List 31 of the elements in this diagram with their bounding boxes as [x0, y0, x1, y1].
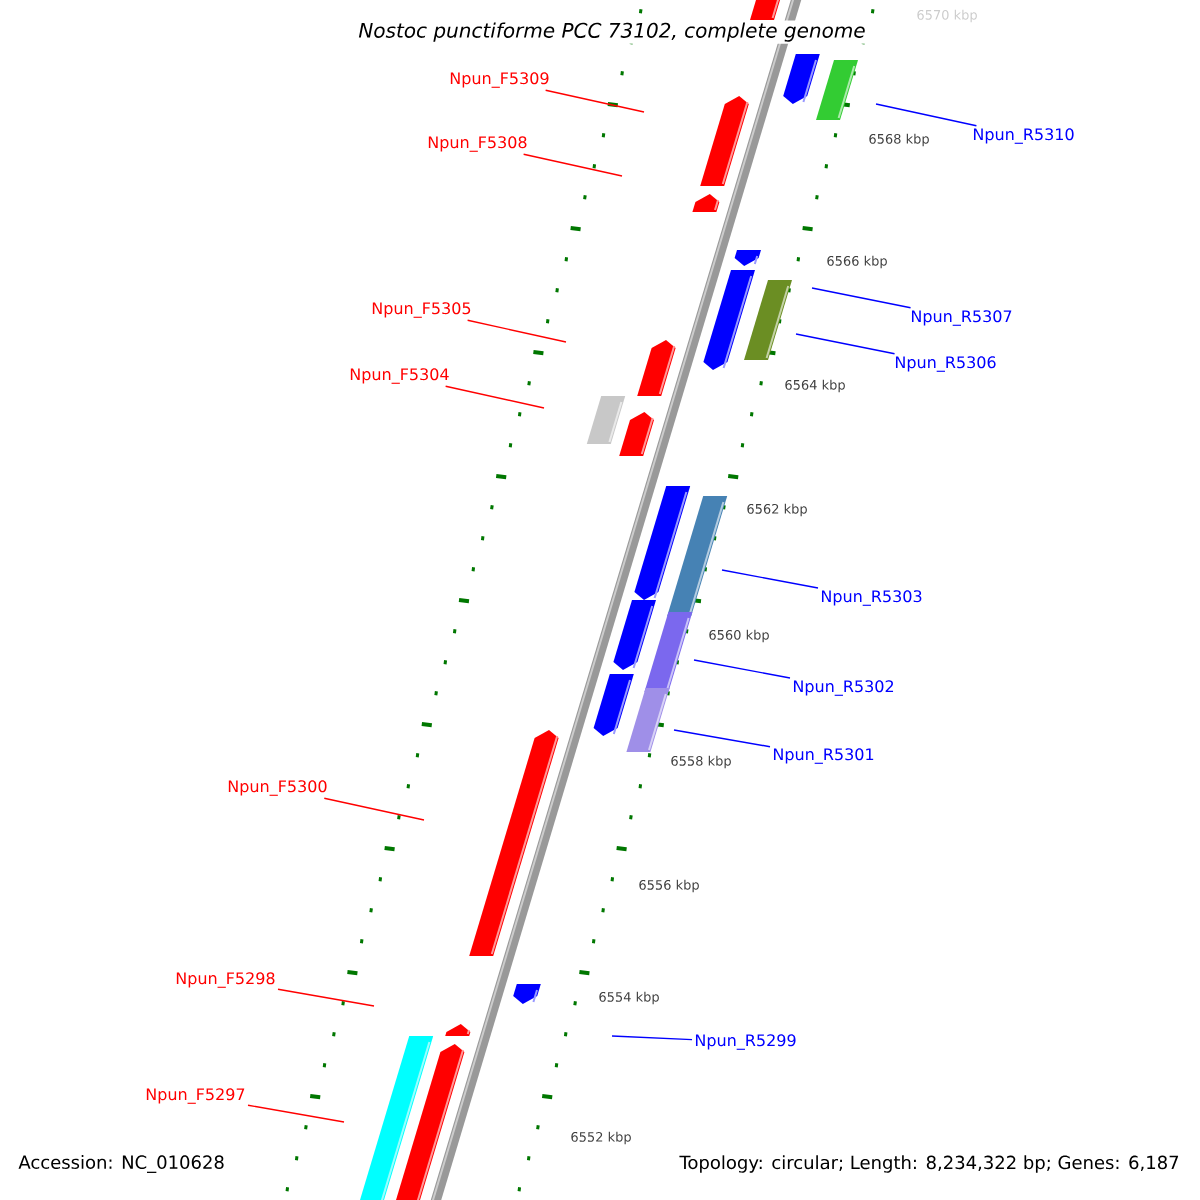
leader-line [811, 287, 912, 309]
leader-line [247, 1104, 345, 1123]
gene-label: Npun_F5308 [428, 136, 527, 152]
leader-line [795, 333, 896, 355]
title: Nostoc punctiforme PCC 73102, complete genome [356, 20, 868, 44]
leader-line [277, 988, 375, 1007]
leader-line [611, 1035, 693, 1041]
leader-line [466, 319, 567, 343]
leader-line [323, 797, 425, 821]
gene-label: Npun_R5307 [912, 310, 1012, 326]
gene-label: Npun_F5309 [450, 72, 549, 88]
leader-line [721, 569, 819, 589]
gene-label: Npun_F5297 [146, 1088, 245, 1104]
gene-label: Npun_F5298 [176, 972, 275, 988]
gene-label: Npun_R5302 [794, 680, 894, 696]
gene-label: Npun_R5301 [774, 748, 874, 764]
leader-line [444, 385, 545, 409]
genome-info-text: Topology: circular; Length: 8,234,322 bp; Genes: 6,187 [677, 1153, 1182, 1175]
leader-line [693, 659, 791, 679]
gene-label: Npun_R5303 [822, 590, 922, 606]
leader-line [875, 103, 978, 127]
gene-label: Npun_F5300 [228, 780, 327, 796]
leader-line [522, 153, 623, 177]
leader-line [544, 89, 645, 113]
gene-label: Npun_F5305 [372, 302, 471, 318]
gene-label: Npun_R5299 [695, 1034, 796, 1050]
accession-text: Accession: NC_010628 [16, 1153, 227, 1175]
leader-line [673, 729, 771, 748]
gene-label: Npun_F5304 [350, 368, 449, 384]
gene-label: Npun_R5306 [896, 356, 996, 372]
gene-label: Npun_R5310 [974, 128, 1074, 144]
